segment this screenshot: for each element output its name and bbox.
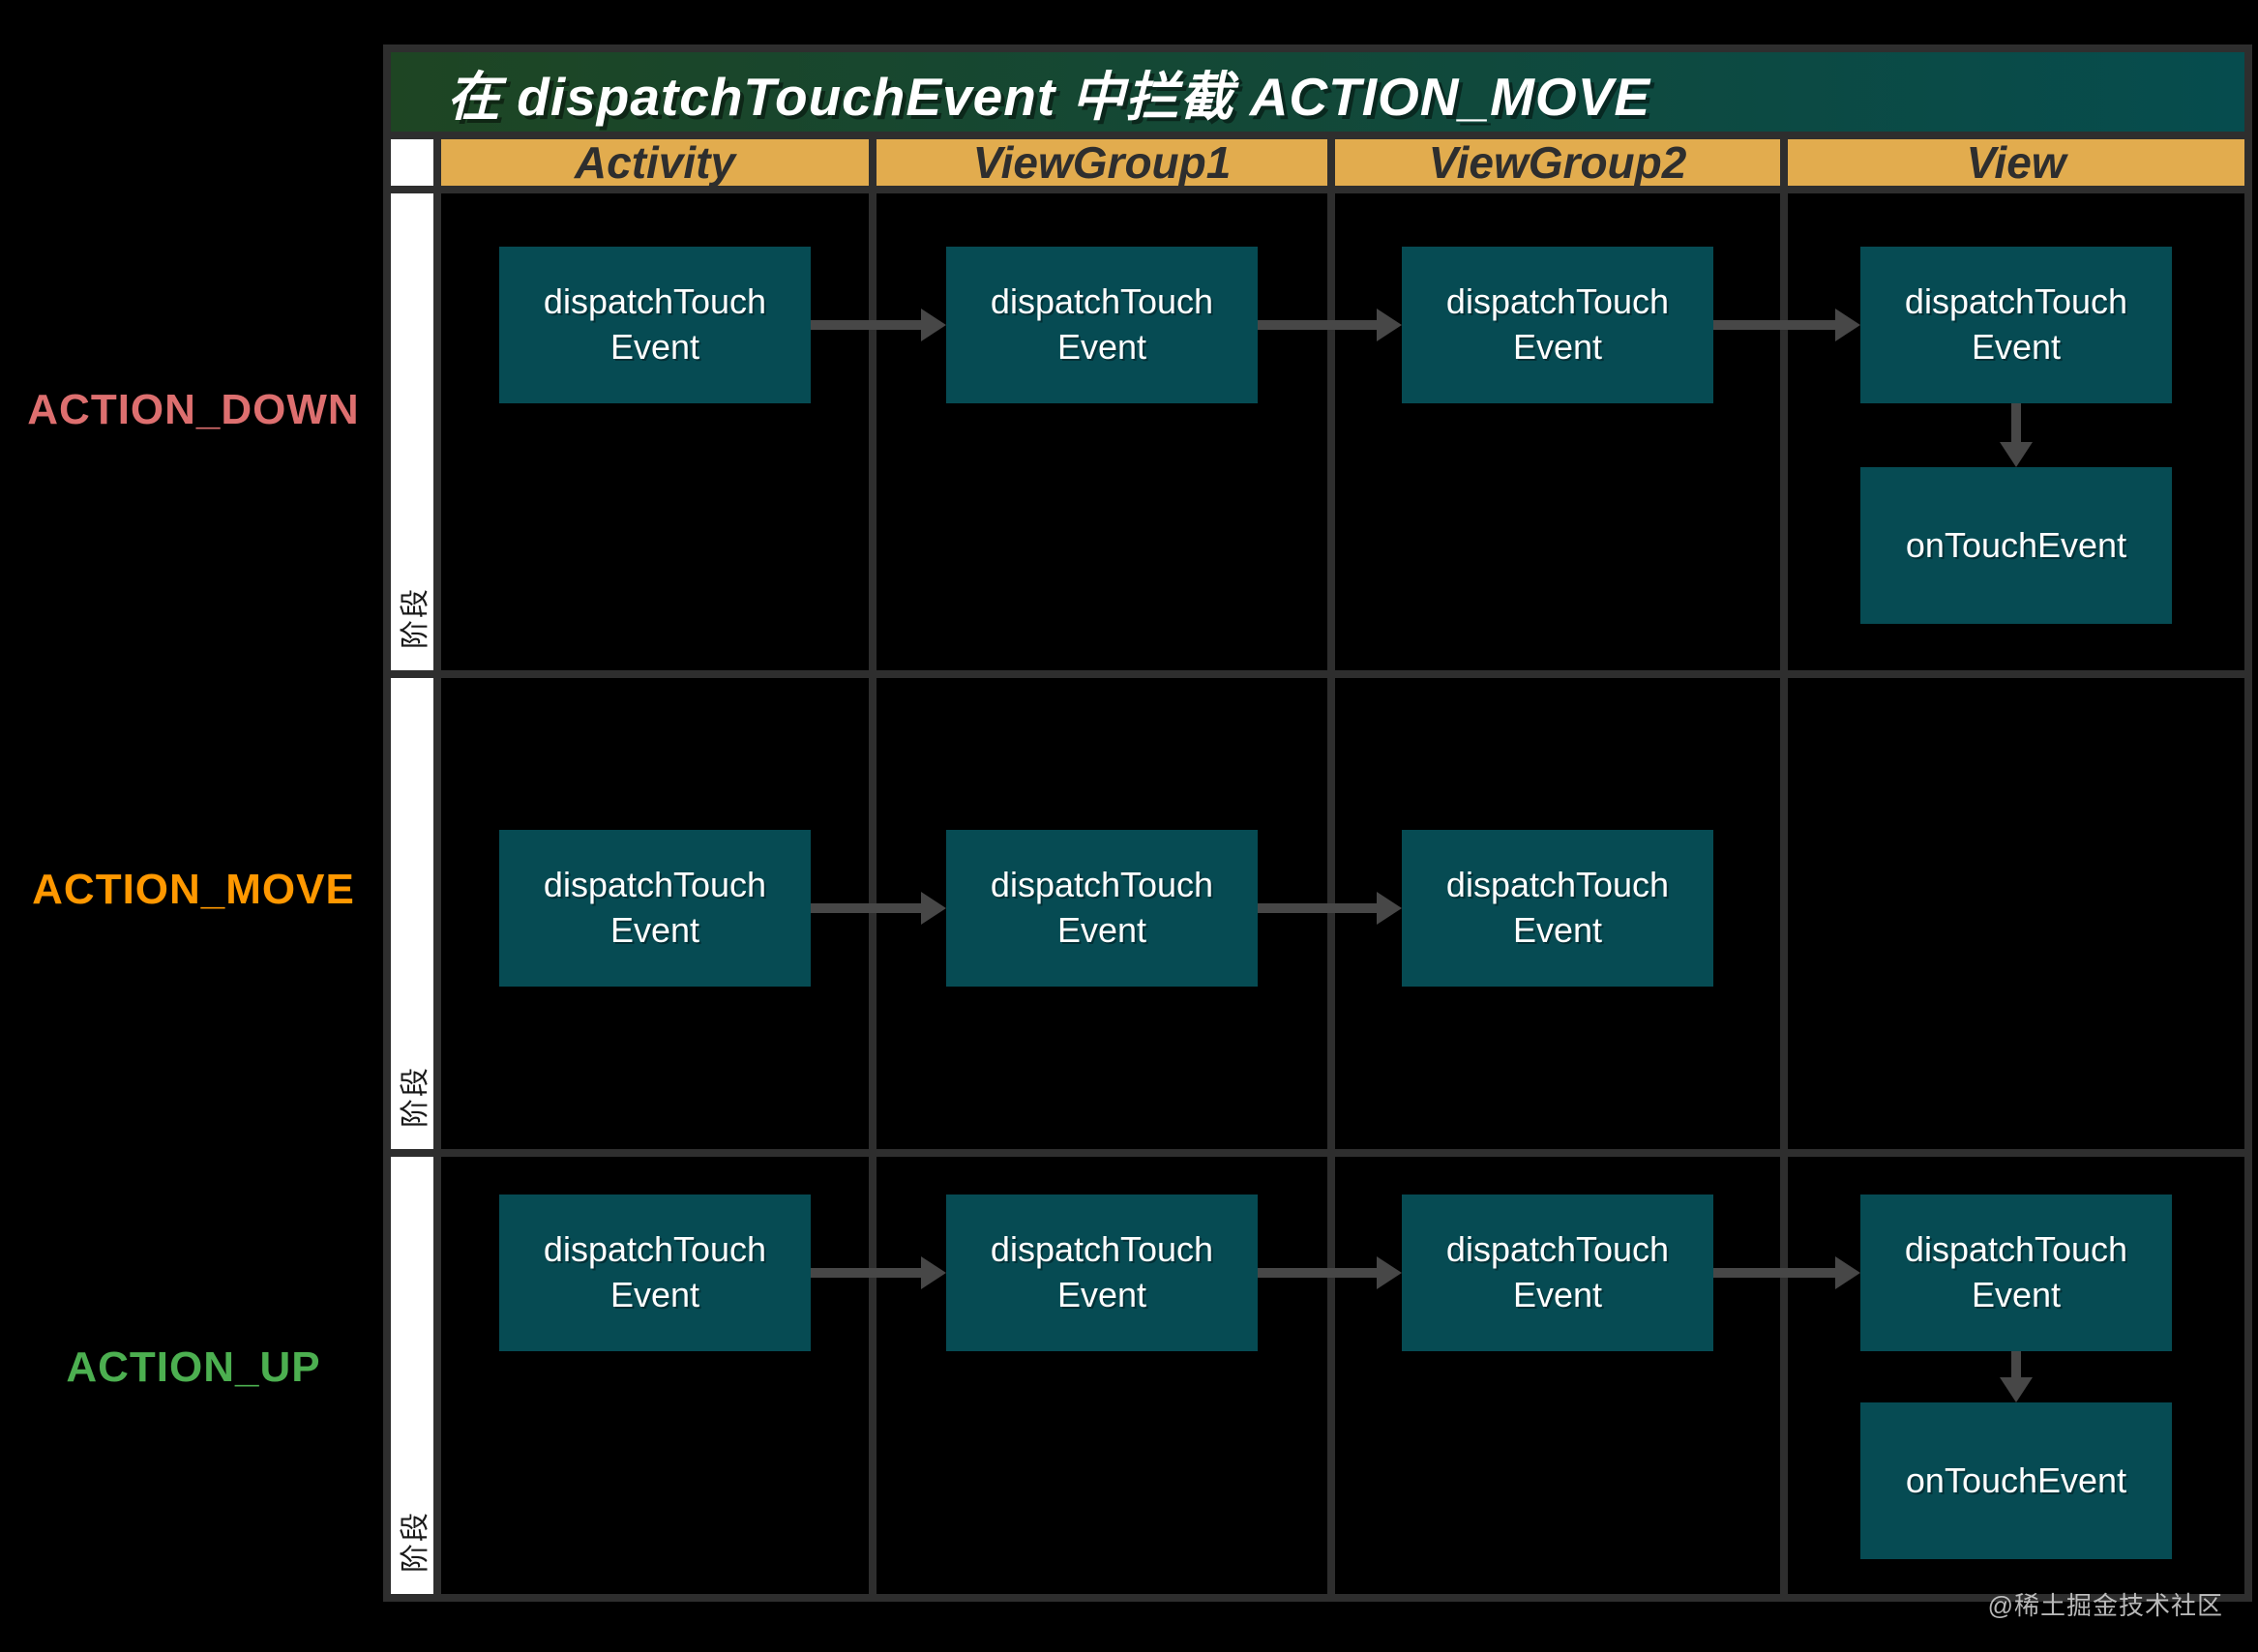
- dispatch-touch-event-box-action-down-1: dispatchTouch Event: [946, 247, 1258, 403]
- phase-strip-action-up: 阶段: [391, 1157, 433, 1594]
- arrow-down-head-action-down: [2000, 442, 2033, 467]
- arrow-right-head-action-down-3: [1835, 309, 1860, 341]
- row-label-action-move: ACTION_MOVE: [32, 866, 355, 913]
- column-header-viewgroup1: ViewGroup1: [876, 137, 1327, 188]
- arrow-right-head-action-move-2: [1377, 892, 1402, 925]
- diagram-title-bar: 在 dispatchTouchEvent 中拦截 ACTION_MOVE: [391, 52, 2244, 132]
- phase-label-action-move: 阶段: [400, 1066, 431, 1128]
- arrow-right-head-action-up-3: [1835, 1256, 1860, 1289]
- column-header-viewgroup2: ViewGroup2: [1335, 137, 1780, 188]
- phase-label-action-down: 阶段: [400, 587, 431, 649]
- phase-strip-action-down: 阶段: [391, 193, 433, 670]
- arrow-right-action-up-1: [811, 1268, 923, 1278]
- arrow-right-head-action-down-1: [921, 309, 946, 341]
- arrow-down-action-down: [2011, 403, 2021, 444]
- dispatch-touch-event-box-action-up-0: dispatchTouch Event: [499, 1195, 811, 1351]
- arrow-right-action-move-1: [811, 903, 923, 913]
- on-touch-event-box-action-down: onTouchEvent: [1860, 467, 2172, 624]
- dispatch-touch-event-box-action-down-2: dispatchTouch Event: [1402, 247, 1713, 403]
- dispatch-touch-event-box-action-up-1: dispatchTouch Event: [946, 1195, 1258, 1351]
- column-header-view: View: [1788, 137, 2244, 188]
- phase-column-header-cell: [391, 139, 433, 186]
- phase-strip-action-move: 阶段: [391, 678, 433, 1149]
- dispatch-touch-event-box-action-move-1: dispatchTouch Event: [946, 830, 1258, 987]
- arrow-right-head-action-up-2: [1377, 1256, 1402, 1289]
- arrow-right-action-move-2: [1258, 903, 1379, 913]
- dispatch-touch-event-box-action-down-3: dispatchTouch Event: [1860, 247, 2172, 403]
- arrow-down-head-action-up: [2000, 1377, 2033, 1402]
- on-touch-event-box-action-up: onTouchEvent: [1860, 1402, 2172, 1559]
- dispatch-touch-event-box-action-up-2: dispatchTouch Event: [1402, 1195, 1713, 1351]
- arrow-right-head-action-down-2: [1377, 309, 1402, 341]
- arrow-down-action-up: [2011, 1351, 2021, 1379]
- dispatch-touch-event-box-action-move-0: dispatchTouch Event: [499, 830, 811, 987]
- arrow-right-head-action-move-1: [921, 892, 946, 925]
- dispatch-touch-event-box-action-up-3: dispatchTouch Event: [1860, 1195, 2172, 1351]
- arrow-right-action-down-2: [1258, 320, 1379, 330]
- arrow-right-action-up-3: [1713, 1268, 1837, 1278]
- dispatch-touch-event-box-action-move-2: dispatchTouch Event: [1402, 830, 1713, 987]
- arrow-right-action-down-3: [1713, 320, 1837, 330]
- row-label-action-down: ACTION_DOWN: [27, 386, 360, 433]
- dispatch-touch-event-box-action-down-0: dispatchTouch Event: [499, 247, 811, 403]
- column-header-activity: Activity: [441, 137, 869, 188]
- arrow-right-action-down-1: [811, 320, 923, 330]
- diagram-title: 在 dispatchTouchEvent 中拦截 ACTION_MOVE: [447, 67, 1651, 127]
- grid-cell-action-move-col3: [1788, 678, 2244, 1149]
- phase-label-action-up: 阶段: [400, 1511, 431, 1573]
- watermark: @稀土掘金技术社区: [1987, 1591, 2223, 1620]
- arrow-right-action-up-2: [1258, 1268, 1379, 1278]
- row-label-action-up: ACTION_UP: [66, 1343, 321, 1391]
- arrow-right-head-action-up-1: [921, 1256, 946, 1289]
